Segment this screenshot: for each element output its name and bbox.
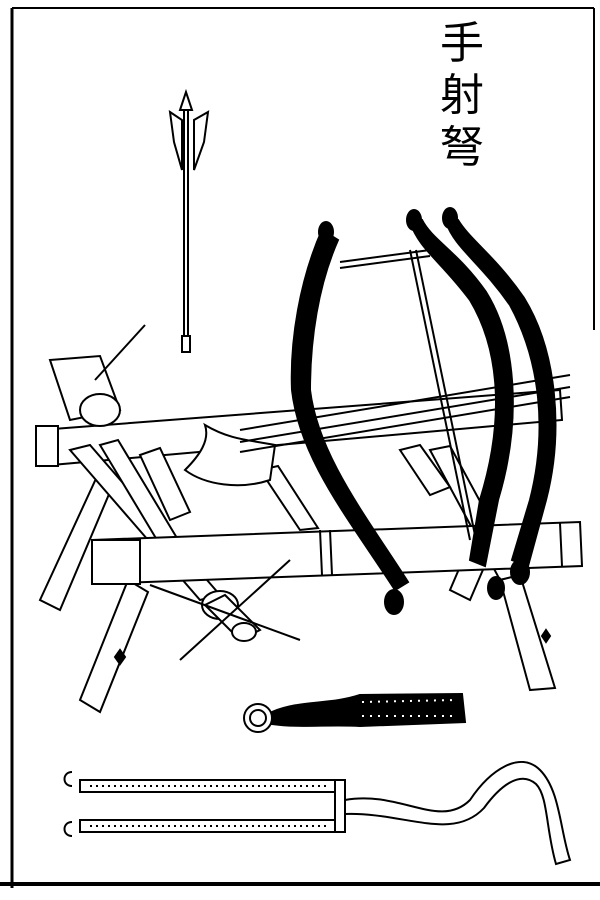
arrow-drawing	[168, 88, 210, 353]
title-char-1: 手	[440, 18, 484, 69]
hook-cord-drawing	[63, 760, 572, 866]
page-border	[0, 7, 600, 888]
crossbow-bows-drawing	[239, 207, 571, 615]
title-calligraphy: 手 射 弩	[432, 18, 492, 174]
title-char-2: 射	[440, 70, 484, 121]
title-char-3: 弩	[440, 122, 484, 173]
handle-grip-drawing	[243, 692, 467, 733]
